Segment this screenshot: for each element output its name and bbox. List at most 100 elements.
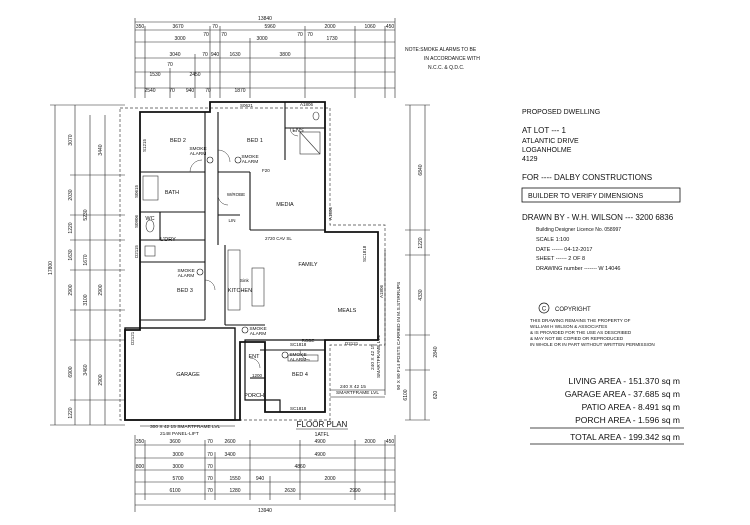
bottom-dimension-text: 350 3600 70 2600 4900 2000 450 3000 70 3… (136, 439, 395, 514)
room-bath: BATH (165, 190, 179, 196)
room-ldry: L'DRY (160, 237, 176, 243)
tb-copyright: COPYRIGHT (555, 307, 591, 313)
dim: 3400 (224, 452, 235, 458)
ens-toilet (312, 111, 320, 121)
dim: 940 (256, 476, 265, 482)
dim-bottom-overall: 13940 (258, 508, 272, 514)
tb-drawn-by: DRAWN BY - W.H. WILSON --- 3200 6836 (522, 213, 674, 222)
dim: 1220 (68, 407, 74, 418)
dim: 3000 (174, 36, 185, 42)
dim: 350 (136, 439, 145, 445)
window-code: S0621 (240, 103, 254, 108)
ent-width: 1200 (252, 373, 263, 378)
window-code: D2121 (130, 331, 135, 345)
window-code: S0615 (134, 184, 139, 198)
dim: 2900 (68, 284, 74, 295)
copyright-symbol: C (542, 307, 547, 313)
dim: 6100 (403, 389, 409, 400)
dim: 1530 (149, 72, 160, 78)
right-dimensions (405, 104, 430, 421)
garage-beam: 300 X 42 15 SMARTFRAME LVL (150, 424, 221, 430)
dim: 2840 (433, 346, 439, 357)
dim: 1060 (364, 24, 375, 30)
copyright-icon (538, 302, 550, 314)
room-lin: LIN (228, 218, 235, 223)
smoke-label: SMOKE (177, 268, 194, 274)
room-meals: MEALS (338, 308, 357, 314)
tb-verify-box (521, 187, 681, 203)
smoke-label: SMOKE (249, 326, 266, 332)
window-code: SC1818 (290, 342, 307, 347)
dim: 3800 (279, 52, 290, 58)
kitchen-bench (227, 249, 241, 311)
garage-walls (124, 327, 236, 421)
dim: 5960 (264, 24, 275, 30)
window-code: A1806 (328, 206, 333, 220)
bed4-beam-c: 240 X 42 15 (370, 344, 376, 370)
dim: 2030 (68, 189, 74, 200)
room-wc: WC (145, 216, 154, 222)
dim: 940 (186, 88, 195, 94)
robe-shelf (287, 354, 319, 362)
area-schedule: LIVING AREA - 151.370 sq m GARAGE AREA -… (530, 376, 684, 445)
tb-sheet: SHEET ------ 2 OF 8 (536, 256, 585, 262)
window-code: S1215 (142, 138, 147, 152)
smoke-label: SMOKE (289, 352, 306, 358)
dim: 2600 (224, 439, 235, 445)
dim: 3600 (169, 439, 180, 445)
tb-date: DATE ------ 04-12-2017 (536, 247, 592, 253)
bath-tub (142, 175, 159, 201)
smoke-alarm-symbols (196, 156, 289, 359)
dim: 3440 (98, 144, 104, 155)
tb-street: ATLANTIC DRIVE (522, 138, 579, 145)
room-wirobe: W/ROBE (227, 192, 245, 197)
alarm-label: ALARM (190, 151, 207, 157)
title-block: PROPOSED DWELLING AT LOT --- 1 ATLANTIC … (521, 109, 681, 347)
room-labels: BED 2 BED 1 ENS BATH WC L'DRY MEDIA FAMI… (145, 128, 356, 399)
dim: 2450 (189, 72, 200, 78)
smoke-alarm-icon (241, 326, 249, 334)
note-line: NOTE:SMOKE ALARMS TO BE (405, 47, 477, 53)
window-code: D2121 (345, 341, 359, 346)
area-total: TOTAL AREA - 199.342 sq m (570, 432, 680, 442)
dim: 3670 (172, 24, 183, 30)
room-media: MEDIA (276, 202, 294, 208)
tb-licence: Building Designer Licence No. 058997 (536, 227, 621, 233)
dim: 2900 (98, 374, 104, 385)
dim: 3000 (256, 36, 267, 42)
smoke-alarm-icon (206, 156, 214, 164)
fixtures (142, 111, 321, 362)
dim: 2540 (144, 88, 155, 94)
area-patio: PATIO AREA - 8.491 sq m (582, 402, 680, 412)
tb-suburb: LOGANHOLME (522, 147, 572, 154)
tb-scale: SCALE 1:100 (536, 237, 569, 243)
dim-top-overall: 13840 (258, 16, 272, 22)
dim: 6900 (68, 366, 74, 377)
dim: 3040 (169, 52, 180, 58)
room-bed1: BED 1 (247, 138, 263, 144)
dim: 1870 (234, 88, 245, 94)
room-porch: PORCH (244, 393, 264, 399)
bed4-beam-d: SMARTFRAME LVL (376, 335, 382, 378)
tb-for: FOR ---- DALBY CONSTRUCTIONS (522, 173, 652, 182)
left-dimension-text: 17800 3070 2030 1220 1630 2900 6900 1220… (48, 134, 104, 418)
alarm-label: ALARM (250, 331, 267, 337)
tb-copyright-line: IN WHOLE OR IN PART WITHOUT WRITTEN PERM… (530, 342, 655, 347)
area-living: LIVING AREA - 151.370 sq m (568, 376, 680, 386)
dim: 1730 (326, 36, 337, 42)
dim: 450 (386, 24, 395, 30)
tb-copyright-line: & MAY NOT BE COPIED OR REPRODUCED (530, 336, 624, 341)
dim: 800 (136, 464, 145, 470)
tb-copyright-line: WILLIAM H WILSON & ASSOCIATES (530, 324, 607, 329)
smoke-alarm-icon (196, 268, 204, 276)
dim: 70 (212, 24, 218, 30)
smoke-alarm-icon (234, 156, 242, 164)
dim: 4900 (314, 439, 325, 445)
bottom-dimensions (134, 435, 396, 512)
structural-notes: 300 X 42 15 SMARTFRAME LVL 2148 PANEL-LI… (150, 282, 402, 437)
dim: 70 (207, 439, 213, 445)
tb-verify: BUILDER TO VERIFY DIMENSIONS (528, 193, 643, 200)
dim: 70 (207, 464, 213, 470)
dim-left-overall: 17800 (48, 261, 54, 275)
